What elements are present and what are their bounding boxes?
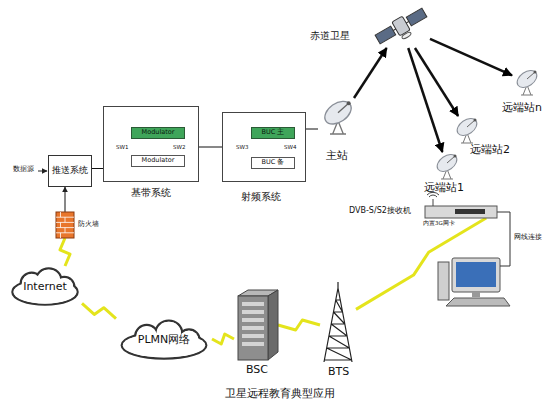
wireless-link [356, 218, 486, 309]
cloud-outline [122, 321, 206, 359]
node-text: DVB-S/S2接收机 [349, 207, 411, 216]
switch-label: SW1 [116, 144, 128, 150]
node-text: 远端站n [502, 102, 542, 114]
network-cloud: Internet [8, 266, 82, 308]
tower-symbol [324, 282, 352, 362]
node-text: PLMN网络 [138, 334, 190, 346]
source-label: 数据源 [13, 166, 34, 174]
node-text: 推送系统 [52, 166, 88, 176]
satellite-link [430, 39, 512, 75]
remote-station: 远端站n [512, 68, 542, 96]
wireless-link [212, 334, 234, 344]
satellite-link [415, 48, 458, 116]
network-cable [497, 212, 510, 266]
node-text: 防火墙 [78, 221, 99, 228]
satellite: 赤道卫星 [372, 4, 430, 48]
switch-label: SW4 [284, 144, 296, 150]
node-text: 远端站2 [470, 144, 510, 156]
node-text: BUC 备 [262, 159, 285, 166]
icon [432, 152, 462, 180]
process-box: 推送系统 [48, 155, 92, 187]
connector [92, 168, 103, 169]
dish-symbol [434, 151, 460, 179]
sat-symbol [374, 6, 431, 51]
firewall-symbol [56, 212, 74, 238]
node-text: Modulator [142, 157, 175, 164]
node-text: BSC [246, 364, 268, 376]
connector [199, 147, 222, 148]
icon [452, 116, 482, 144]
node-text: 内置3G网卡 [423, 220, 455, 226]
dish-symbol [454, 115, 480, 143]
device-symbol [425, 192, 497, 218]
remote-station: 远端站1 [432, 152, 462, 180]
bts-tower: BTS [320, 282, 356, 362]
wireless-link [278, 320, 320, 330]
computer-symbol [438, 258, 510, 306]
wireless-link [82, 303, 116, 318]
receiver: DVB-S/S2接收机内置3G网卡 [425, 206, 497, 218]
node-text: 赤道卫星 [310, 30, 350, 41]
satellite-link [354, 48, 387, 98]
dish-symbol [514, 67, 540, 95]
buc-box: BUC 主 [251, 127, 295, 139]
icon [318, 98, 358, 146]
caption: 卫星远程教育典型应用 [225, 388, 335, 400]
modulator-box: Modulator [131, 127, 185, 139]
bigdish-symbol [321, 97, 356, 134]
node-text: 主站 [326, 150, 348, 162]
cable-label: 网线连接 [514, 234, 542, 242]
bsc-server: BSC [234, 290, 278, 360]
icon [512, 68, 542, 96]
server-symbol [238, 290, 278, 360]
connector [306, 129, 318, 130]
modulator-box: Modulator [131, 155, 185, 167]
node-text: 远端站1 [424, 182, 464, 194]
icon [234, 290, 278, 360]
source-arrow [38, 171, 47, 172]
cloud-outline [12, 269, 77, 305]
switch-label: SW3 [236, 144, 248, 150]
node-text: BUC 主 [262, 129, 285, 136]
node-text: BTS [328, 366, 349, 378]
node-text: Modulator [142, 129, 175, 136]
switch-label: SW2 [173, 144, 185, 150]
connector [65, 187, 66, 212]
main-station: 主站 [318, 98, 358, 146]
icon [320, 282, 356, 362]
firewall: 防火墙 [56, 212, 74, 238]
icon [56, 212, 74, 238]
node-text: 基带系统 [131, 187, 171, 198]
network-cloud: PLMN网络 [116, 318, 212, 362]
wireless-link [60, 238, 70, 266]
buc-box: BUC 备 [251, 157, 295, 169]
icon [425, 206, 497, 218]
remote-station: 远端站2 [452, 116, 482, 144]
node-text: 射频系统 [241, 191, 281, 202]
node-text: Internet [23, 281, 67, 293]
icon [372, 4, 430, 48]
